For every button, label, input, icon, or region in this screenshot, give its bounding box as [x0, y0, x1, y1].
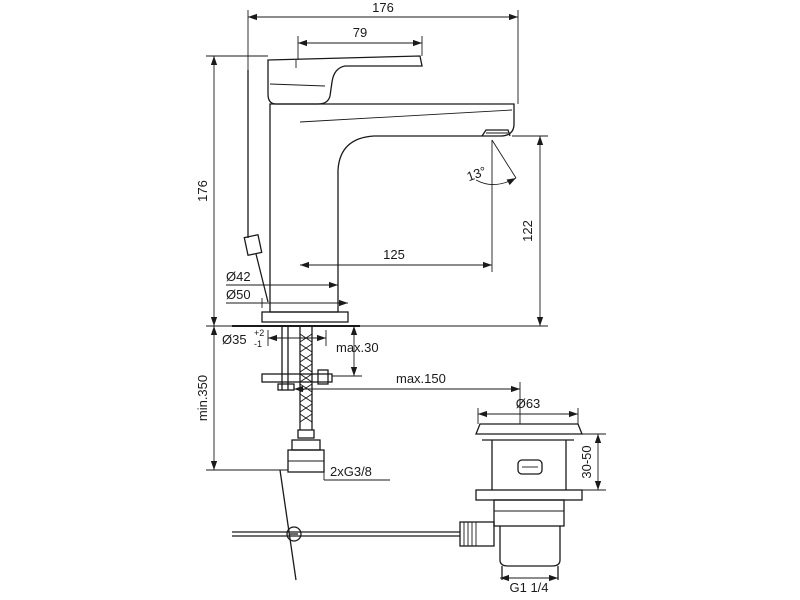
dim-connection-thread-label: 2xG3/8 [330, 464, 372, 479]
dim-min-hose-label: min.350 [195, 375, 210, 421]
under-counter-assembly [232, 325, 460, 581]
dim-waste-diameter-label: Ø63 [516, 396, 541, 411]
dim-overall-height-label: 176 [195, 180, 210, 202]
dim-spout-height-label: 122 [520, 220, 535, 242]
dim-swivel-angle-label: 13° [465, 163, 489, 184]
dim-hole-diameter: Ø35 +2 -1 [222, 328, 327, 349]
dim-waste-diameter: Ø63 [477, 396, 579, 424]
body-column [269, 103, 515, 313]
dim-overall-width-label: 176 [372, 0, 394, 15]
dim-base-50-label: Ø50 [226, 287, 251, 302]
dim-min-hose-length: min.350 [195, 326, 288, 471]
dim-spout-reach: 125 [300, 140, 493, 272]
pop-up-knob [243, 233, 263, 257]
dim-connection-thread: 2xG3/8 [323, 464, 390, 481]
dim-overall-height: 176 [195, 55, 268, 327]
dim-handle-length-label: 79 [353, 25, 367, 40]
pivot-clamp [286, 526, 302, 542]
dim-spout-height: 122 [360, 135, 548, 327]
dim-max-deck-thickness: max.30 [332, 326, 379, 377]
dim-base-diameters: Ø42 Ø50 [226, 269, 348, 308]
dim-handle-length: 79 [297, 25, 423, 60]
dim-max-deck-label: max.30 [336, 340, 379, 355]
faucet-base [261, 311, 349, 323]
dim-hole-tol-plus: +2 [254, 328, 264, 338]
aerator [481, 129, 511, 137]
pop-up-waste [459, 423, 583, 580]
dim-spout-reach-label: 125 [383, 247, 405, 262]
dim-hole-tol-minus: -1 [254, 339, 262, 349]
dim-base-42-label: Ø42 [226, 269, 251, 284]
dim-hole-diameter-label: Ø35 [222, 332, 247, 347]
dim-overall-width: 176 [247, 0, 519, 104]
faucet-body [243, 55, 515, 323]
dim-waste-thread-label: G1 1/4 [509, 580, 548, 595]
dim-max-rod-label: max.150 [396, 371, 446, 386]
dim-waste-thread: G1 1/4 [500, 574, 558, 595]
dim-swivel-angle: 13° [465, 139, 517, 186]
dim-waste-height: 30-50 [579, 433, 606, 491]
dim-waste-height-label: 30-50 [579, 445, 594, 478]
lever-handle [267, 55, 423, 105]
braided-hose [287, 326, 325, 473]
